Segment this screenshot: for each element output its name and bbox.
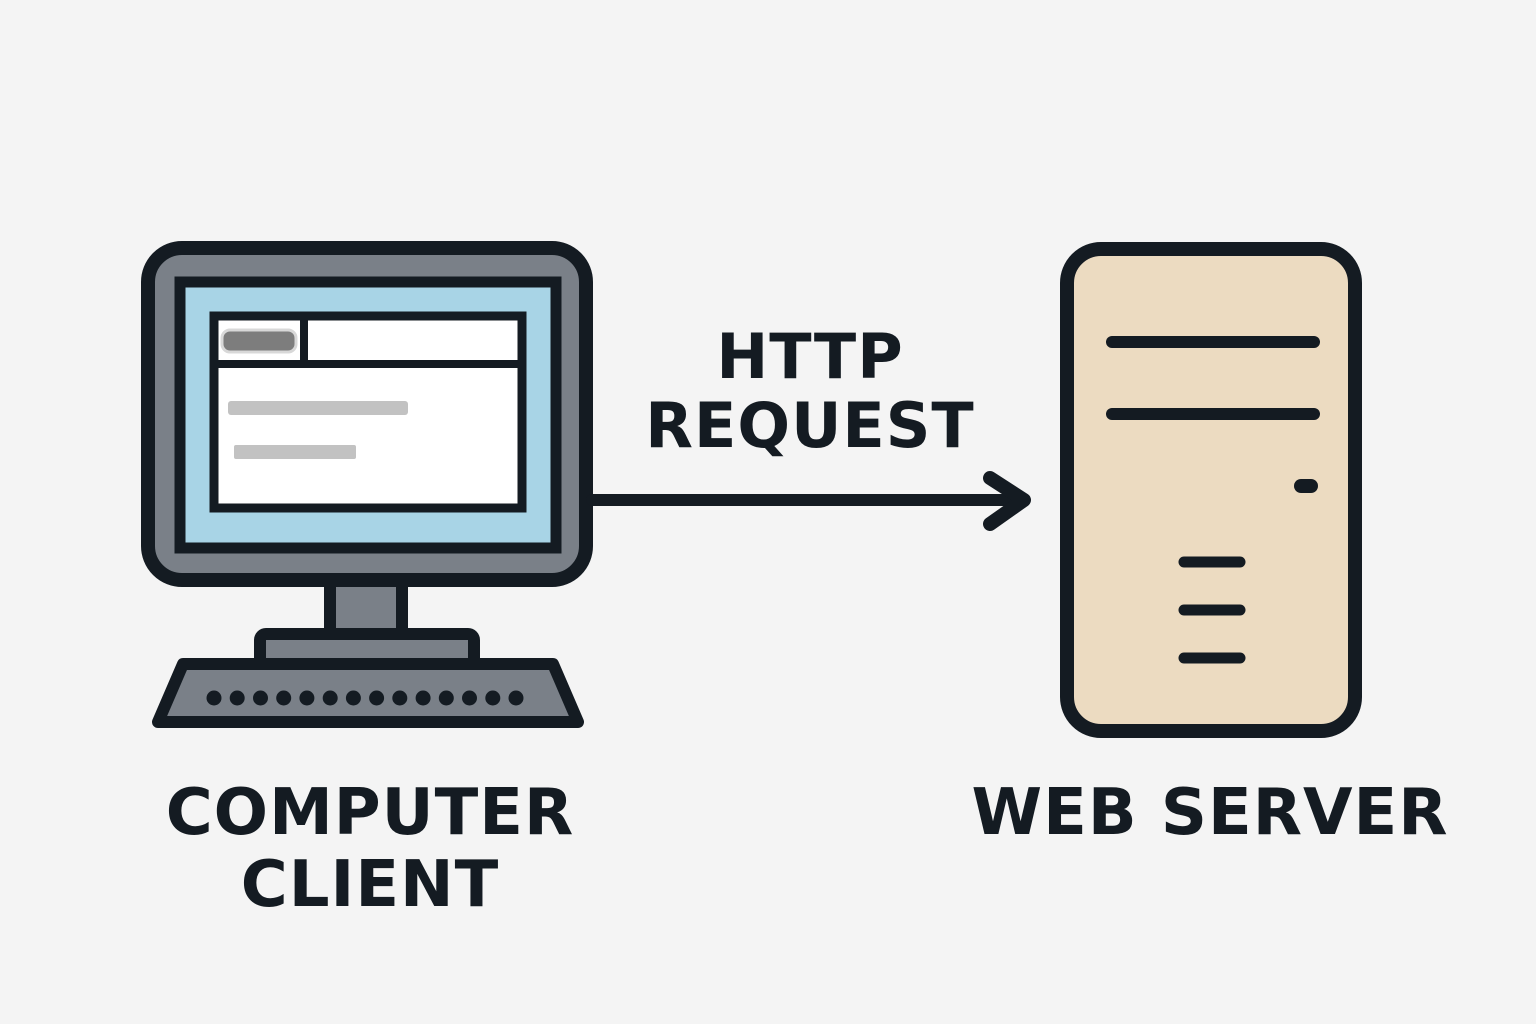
keyboard-key [299, 690, 315, 706]
content-placeholder-line [234, 445, 356, 459]
keyboard-key [438, 690, 454, 706]
http-request-label: HTTP REQUEST [610, 322, 1010, 461]
content-placeholder-line [228, 401, 408, 415]
http-request-arrow [586, 471, 1031, 531]
keyboard-key [206, 690, 222, 706]
keyboard-keys [206, 690, 524, 706]
computer-client-label: COMPUTER CLIENT [130, 776, 610, 922]
keyboard-key [369, 690, 385, 706]
http-request-label-line2: REQUEST [645, 389, 975, 463]
keyboard-key [392, 690, 408, 706]
http-request-label-line1: HTTP [716, 320, 904, 393]
computer-icon [141, 241, 593, 728]
keyboard-key [462, 690, 477, 706]
arrow-head [983, 471, 1031, 531]
keyboard-key [322, 690, 338, 706]
browser-tab-button [220, 328, 298, 354]
server-icon [1060, 242, 1362, 738]
computer-client-label-line2: CLIENT [240, 847, 500, 922]
computer-client-label-line1: COMPUTER [165, 776, 575, 850]
keyboard-key [485, 690, 501, 706]
keyboard-key [345, 690, 361, 706]
keyboard-key [229, 690, 245, 706]
web-server-label-text: WEB SERVER [971, 776, 1449, 850]
keyboard-key [253, 690, 268, 706]
web-server-label: WEB SERVER [960, 776, 1460, 850]
keyboard-key [508, 690, 524, 706]
keyboard-key [415, 690, 431, 706]
keyboard-key [276, 690, 292, 706]
server-tower [1060, 242, 1362, 738]
keyboard [152, 658, 584, 728]
